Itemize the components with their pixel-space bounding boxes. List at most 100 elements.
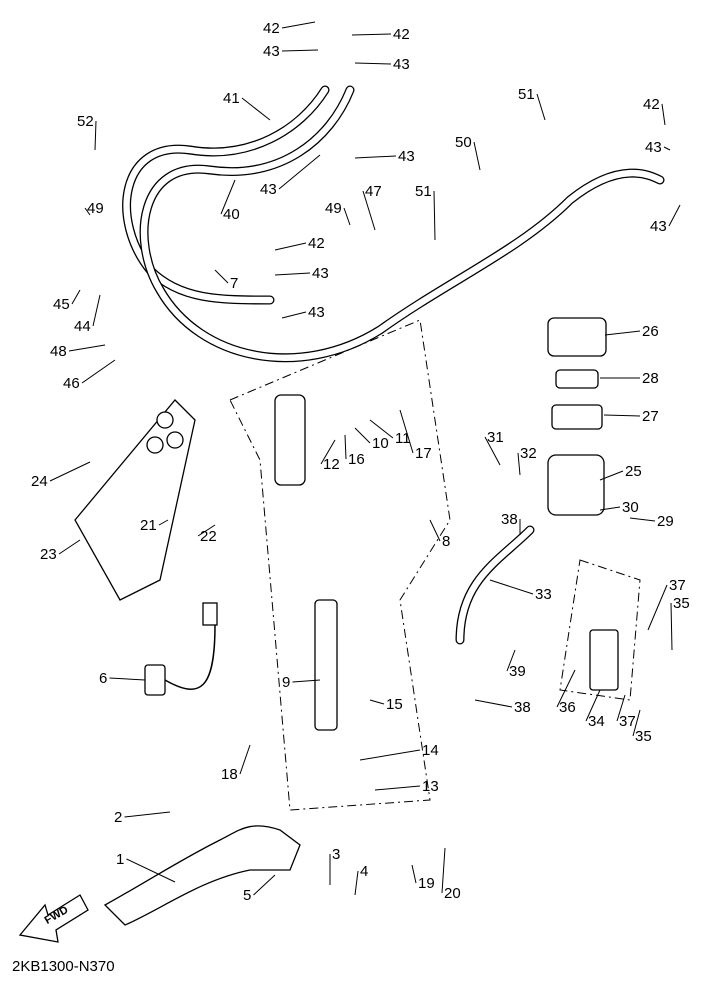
leader-line <box>604 330 641 336</box>
callout-49: 49 <box>325 200 342 217</box>
callout-48: 48 <box>50 343 67 360</box>
callout-13: 13 <box>422 778 439 795</box>
callout-20: 20 <box>444 885 461 902</box>
leader-line <box>49 461 91 482</box>
bracket <box>589 629 619 691</box>
leader-line <box>474 699 513 708</box>
leader-line <box>616 694 626 722</box>
leader-line <box>362 190 376 231</box>
brake-hose-41 <box>139 85 665 363</box>
callout-32: 32 <box>520 445 537 462</box>
callout-26: 26 <box>642 323 659 340</box>
leader-line <box>668 204 681 227</box>
leader-line <box>58 539 81 555</box>
leader-line <box>663 146 671 151</box>
leader-line <box>536 93 546 121</box>
leader-line <box>214 269 229 284</box>
callout-5: 5 <box>243 887 251 904</box>
callout-25: 25 <box>625 463 642 480</box>
leader-line <box>585 689 601 722</box>
callout-27: 27 <box>642 408 659 425</box>
leader-line <box>124 811 171 818</box>
leader-line <box>126 858 176 883</box>
callout-18: 18 <box>221 766 238 783</box>
callout-43: 43 <box>398 148 415 165</box>
leader-line <box>647 584 668 631</box>
fwd-arrow: FWD <box>18 894 89 943</box>
callout-19: 19 <box>418 875 435 892</box>
leader-line <box>281 21 316 29</box>
leader-line <box>354 870 359 896</box>
group-outline <box>559 559 641 701</box>
callout-30: 30 <box>622 499 639 516</box>
leader-line <box>670 602 673 651</box>
callout-45: 45 <box>53 296 70 313</box>
leader-line <box>473 141 481 171</box>
switch-connector <box>202 602 218 626</box>
leader-line <box>281 311 307 319</box>
callout-51: 51 <box>518 86 535 103</box>
leader-line <box>354 62 392 65</box>
leader-line <box>484 436 501 466</box>
leader-line <box>94 120 97 151</box>
leader-line <box>433 190 436 241</box>
leader-line <box>239 744 251 775</box>
leader-line <box>241 97 271 121</box>
callout-35: 35 <box>635 728 652 745</box>
leader-line <box>556 669 576 708</box>
callout-2: 2 <box>114 809 122 826</box>
callout-43: 43 <box>645 139 662 156</box>
leader-line <box>429 519 441 542</box>
callout-24: 24 <box>31 473 48 490</box>
callout-31: 31 <box>487 429 504 446</box>
callout-3: 3 <box>332 846 340 863</box>
callout-28: 28 <box>642 370 659 387</box>
callout-21: 21 <box>140 517 157 534</box>
callout-23: 23 <box>40 546 57 563</box>
callout-43: 43 <box>312 265 329 282</box>
leader-line <box>354 427 371 444</box>
brake-hose-40 <box>122 85 330 305</box>
leader-line <box>84 207 91 216</box>
leader-line <box>253 874 276 896</box>
callout-34: 34 <box>588 713 605 730</box>
leader-line <box>506 649 516 672</box>
reservoir-tank <box>547 454 605 516</box>
leader-line <box>359 749 421 761</box>
callout-6: 6 <box>99 670 107 687</box>
callout-43: 43 <box>260 181 277 198</box>
leader-line <box>632 709 641 737</box>
leader-line <box>354 155 397 159</box>
callout-16: 16 <box>348 451 365 468</box>
callout-37: 37 <box>669 577 686 594</box>
callout-39: 39 <box>509 663 526 680</box>
stop-switch <box>144 664 166 696</box>
leader-line <box>281 49 319 52</box>
callout-14: 14 <box>422 742 439 759</box>
callout-8: 8 <box>442 533 450 550</box>
callout-43: 43 <box>393 56 410 73</box>
part-drawings: FWD <box>18 85 665 943</box>
reservoir-cap <box>547 317 607 357</box>
piston-assembly <box>314 599 338 731</box>
leader-line <box>343 207 351 226</box>
diagram-code: 2KB1300-N370 <box>12 958 115 975</box>
leader-line <box>197 524 216 537</box>
callout-35: 35 <box>673 595 690 612</box>
callout-38: 38 <box>501 511 518 528</box>
callout-9: 9 <box>282 674 290 691</box>
master-cylinder <box>274 394 306 486</box>
leader-line <box>374 785 421 791</box>
group-outline <box>229 319 451 811</box>
callout-42: 42 <box>643 96 660 113</box>
callout-1: 1 <box>116 851 124 868</box>
callout-41: 41 <box>223 90 240 107</box>
callout-11: 11 <box>395 430 411 447</box>
leader-line <box>603 414 641 417</box>
leader-line <box>599 470 624 481</box>
diaphragm <box>551 404 603 430</box>
leader-line <box>411 864 417 884</box>
leader-line <box>274 272 311 276</box>
